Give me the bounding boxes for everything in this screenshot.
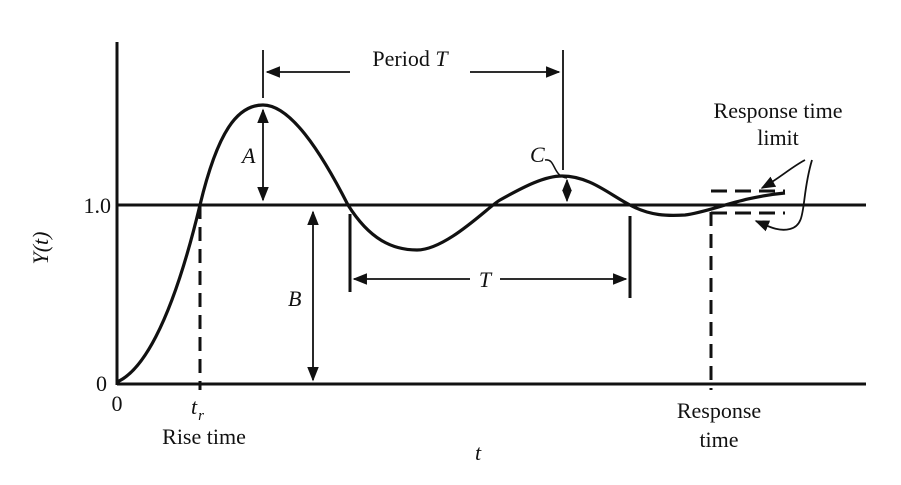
y-tick-zero: 0	[96, 371, 107, 396]
response-time-line2: time	[699, 427, 738, 452]
limit-leader-upper	[760, 159, 806, 189]
rise-time-label: Rise time	[162, 424, 246, 449]
x-tick-zero: 0	[112, 391, 123, 416]
label-b: B	[288, 286, 301, 311]
limit-leader-lower	[754, 159, 813, 232]
x-axis-label: t	[475, 440, 482, 465]
period-label: Period T	[372, 46, 449, 71]
y-tick-one: 1.0	[84, 193, 112, 218]
overshoot-c-leader	[544, 159, 568, 179]
response-curve	[116, 103, 786, 384]
label-a: A	[240, 143, 256, 168]
y-axis-label: Y(t)	[28, 232, 53, 265]
response-time-line1: Response	[677, 398, 761, 423]
t-label: T	[479, 267, 493, 292]
response-time-limit-line1: Response time	[714, 98, 843, 123]
response-time-limit-line2: limit	[757, 125, 799, 150]
label-c: C	[530, 142, 545, 167]
rise-time-symbol: tr	[191, 394, 204, 424]
